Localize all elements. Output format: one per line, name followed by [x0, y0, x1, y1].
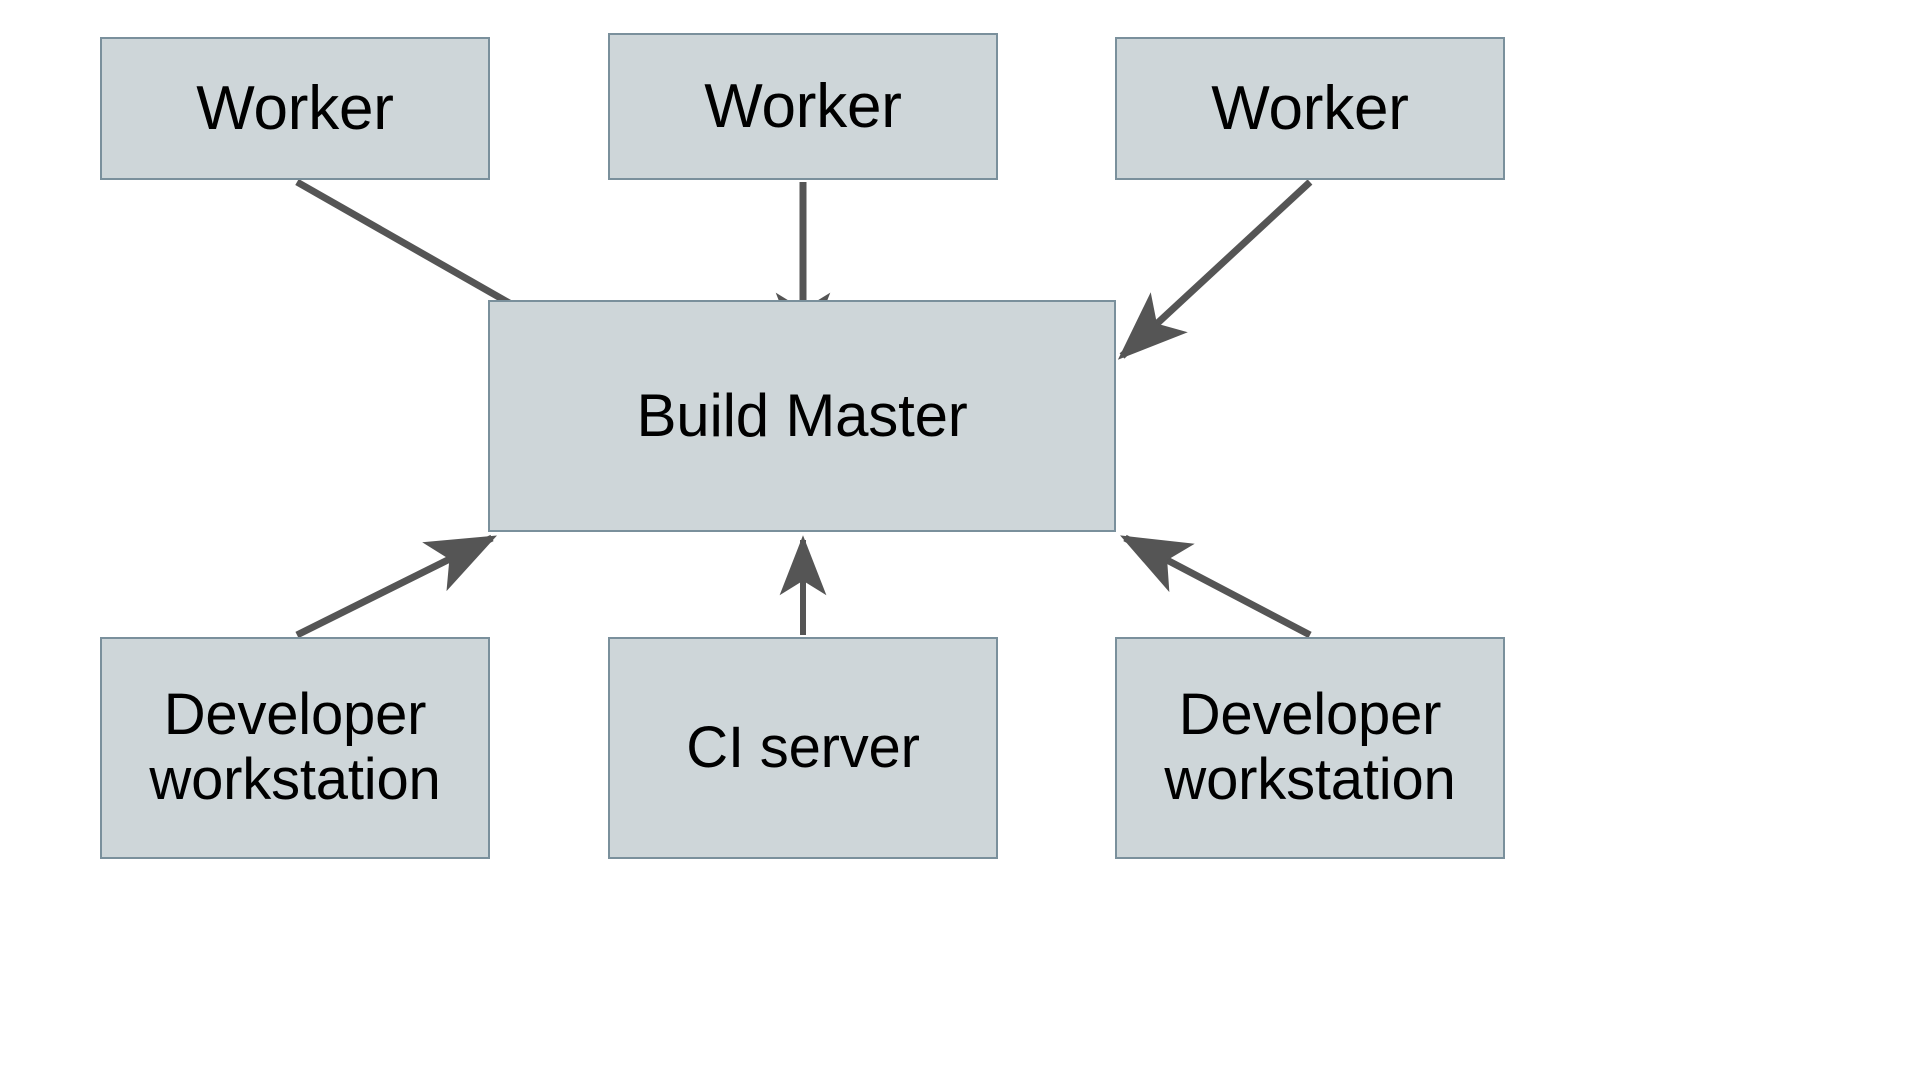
- node-developer-workstation-1-label: Developer workstation: [149, 682, 441, 812]
- node-worker-3[interactable]: Worker: [1115, 37, 1505, 180]
- node-developer-workstation-1[interactable]: Developer workstation: [100, 637, 490, 859]
- node-ci-server-label: CI server: [686, 714, 920, 780]
- node-worker-2[interactable]: Worker: [608, 33, 998, 180]
- node-worker-1-label: Worker: [196, 73, 394, 143]
- node-developer-workstation-2-label: Developer workstation: [1164, 682, 1456, 812]
- edge-dev-ws-1-to-build-master: [295, 534, 498, 639]
- node-ci-server[interactable]: CI server: [608, 637, 998, 859]
- edge-dev-ws-2-to-build-master: [1120, 534, 1312, 639]
- node-worker-3-label: Worker: [1211, 73, 1409, 143]
- node-build-master[interactable]: Build Master: [488, 300, 1116, 532]
- node-build-master-label: Build Master: [636, 382, 968, 450]
- node-developer-workstation-2[interactable]: Developer workstation: [1115, 637, 1505, 859]
- node-worker-2-label: Worker: [704, 71, 902, 141]
- edge-worker-3-to-build-master: [1117, 179, 1313, 360]
- node-worker-1[interactable]: Worker: [100, 37, 490, 180]
